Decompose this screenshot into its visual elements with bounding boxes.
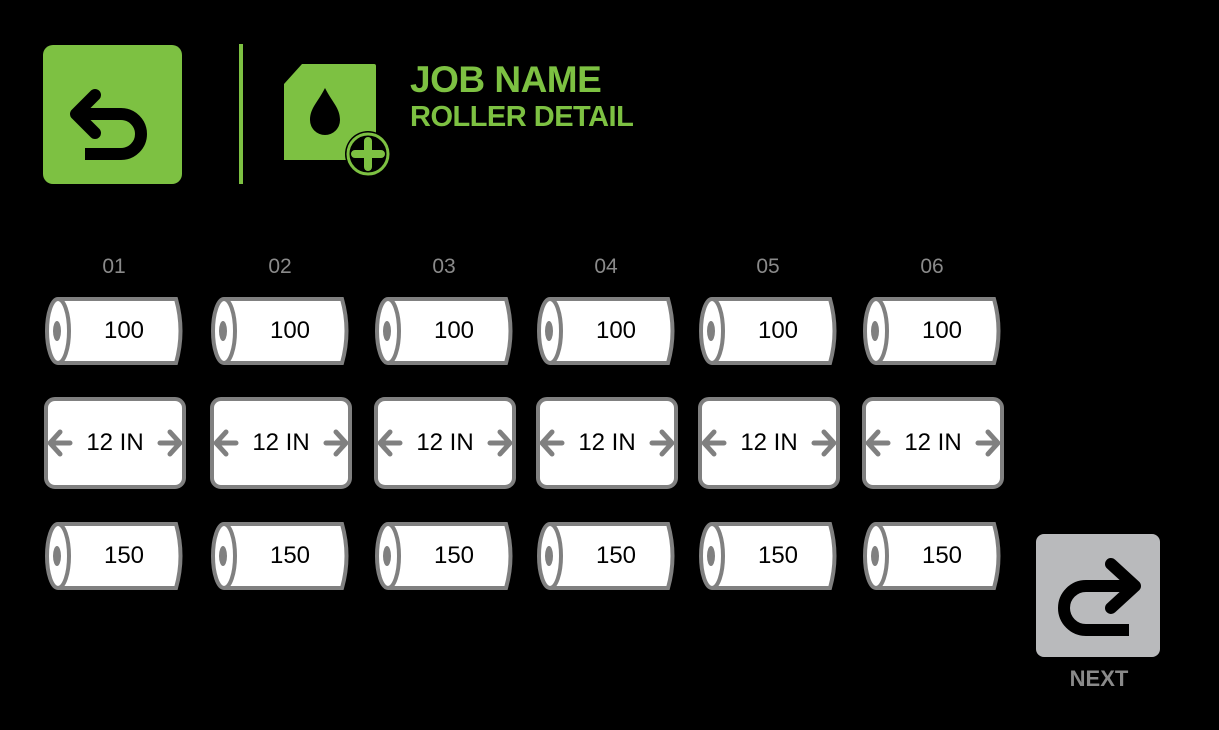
bottom-roller-button[interactable]: 150	[536, 521, 678, 591]
column-label: 03	[432, 255, 456, 278]
top-roller-button[interactable]: 100	[862, 296, 1004, 366]
roller-width-value: 12 IN	[904, 429, 962, 456]
roller-icon	[699, 297, 837, 365]
roller-icon	[211, 297, 349, 365]
roller-icon	[863, 522, 1001, 590]
roller-width-button[interactable]: 12 IN	[698, 397, 840, 489]
roller-icon	[45, 522, 183, 590]
width-arrows-icon	[44, 397, 186, 489]
bottom-roller-value: 150	[921, 542, 963, 569]
roller-width-button[interactable]: 12 IN	[44, 397, 186, 489]
roller-detail-subtitle: ROLLER DETAIL	[410, 101, 634, 133]
top-roller-button[interactable]: 100	[210, 296, 352, 366]
next-label: NEXT	[1069, 666, 1129, 691]
bottom-roller-button[interactable]: 150	[862, 521, 1004, 591]
top-roller-value: 100	[269, 317, 311, 344]
roller-icon	[45, 297, 183, 365]
roller-width-value: 12 IN	[252, 429, 310, 456]
bottom-roller-button[interactable]: 150	[374, 521, 516, 591]
bottom-roller-value: 150	[269, 542, 311, 569]
header-divider	[239, 44, 243, 184]
column-label: 05	[756, 255, 780, 278]
redo-arrow-icon	[1058, 558, 1141, 636]
roller-icon	[375, 522, 513, 590]
roller-icon	[863, 297, 1001, 365]
top-roller-button[interactable]: 100	[698, 296, 840, 366]
top-roller-value: 100	[595, 317, 637, 344]
column-label: 04	[594, 255, 618, 278]
bottom-roller-value: 150	[433, 542, 475, 569]
roller-width-button[interactable]: 12 IN	[862, 397, 1004, 489]
column-label: 01	[102, 255, 126, 278]
back-button[interactable]	[43, 45, 182, 184]
job-name-title: JOB NAME	[410, 59, 602, 100]
next-button[interactable]	[1036, 534, 1160, 657]
top-roller-value: 100	[433, 317, 475, 344]
roller-width-value: 12 IN	[416, 429, 474, 456]
roller-icon	[699, 522, 837, 590]
width-arrows-icon	[210, 397, 352, 489]
roller-icon	[537, 297, 675, 365]
top-roller-value: 100	[757, 317, 799, 344]
column-label: 06	[920, 255, 944, 278]
top-roller-button[interactable]: 100	[374, 296, 516, 366]
top-roller-value: 100	[921, 317, 963, 344]
width-arrows-icon	[698, 397, 840, 489]
roller-width-button[interactable]: 12 IN	[210, 397, 352, 489]
bottom-roller-value: 150	[103, 542, 145, 569]
width-arrows-icon	[862, 397, 1004, 489]
roller-width-value: 12 IN	[86, 429, 144, 456]
bottom-roller-value: 150	[757, 542, 799, 569]
width-arrows-icon	[536, 397, 678, 489]
top-roller-button[interactable]: 100	[536, 296, 678, 366]
bottom-roller-button[interactable]: 150	[210, 521, 352, 591]
top-roller-value: 100	[103, 317, 145, 344]
top-roller-button[interactable]: 100	[44, 296, 186, 366]
bottom-roller-button[interactable]: 150	[44, 521, 186, 591]
roller-icon	[211, 522, 349, 590]
undo-arrow-icon	[70, 89, 147, 160]
roller-width-value: 12 IN	[740, 429, 798, 456]
ink-document-add-icon	[280, 62, 396, 178]
column-label: 02	[268, 255, 292, 278]
bottom-roller-button[interactable]: 150	[698, 521, 840, 591]
roller-icon	[375, 297, 513, 365]
roller-width-button[interactable]: 12 IN	[536, 397, 678, 489]
roller-icon	[537, 522, 675, 590]
roller-width-value: 12 IN	[578, 429, 636, 456]
width-arrows-icon	[374, 397, 516, 489]
header-title-block: JOB NAME ROLLER DETAIL	[410, 59, 634, 134]
roller-width-button[interactable]: 12 IN	[374, 397, 516, 489]
bottom-roller-value: 150	[595, 542, 637, 569]
